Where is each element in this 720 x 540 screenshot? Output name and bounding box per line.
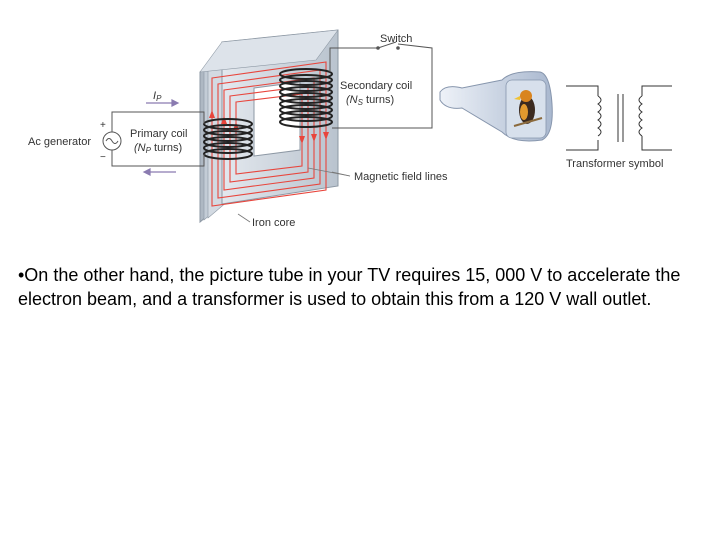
- primary-coil-label: Primary coil: [130, 128, 187, 140]
- bird-image: [513, 90, 543, 127]
- leader-lines: [237, 167, 351, 223]
- current-arrows: [142, 99, 180, 176]
- transformer-diagram: Switch Secondary coil (NS turns) IP + − …: [28, 29, 672, 229]
- secondary-coil-label: Secondary coil: [340, 80, 412, 92]
- transformer-symbol: [566, 85, 672, 151]
- switch-label: Switch: [380, 33, 412, 45]
- primary-circuit-wires: [111, 111, 205, 167]
- plus-terminal: +: [100, 120, 106, 131]
- bullet-text: •On the other hand, the picture tube in …: [18, 265, 681, 309]
- secondary-coil-turns: (NS turns): [346, 94, 394, 107]
- secondary-circuit-wires: [329, 41, 433, 129]
- minus-terminal: −: [100, 152, 106, 163]
- ac-generator-symbol: [102, 131, 122, 151]
- iron-core: [199, 29, 339, 224]
- primary-coil-turns: (NP turns): [134, 142, 182, 155]
- switch-symbol: [376, 46, 400, 50]
- ac-generator-label: Ac generator: [28, 136, 91, 148]
- current-label: IP: [153, 90, 162, 103]
- magnetic-field-lines-label: Magnetic field lines: [354, 171, 448, 183]
- secondary-coil: [279, 68, 333, 128]
- picture-tube: [439, 71, 553, 142]
- iron-core-label: Iron core: [252, 217, 295, 229]
- transformer-symbol-label: Transformer symbol: [566, 158, 663, 170]
